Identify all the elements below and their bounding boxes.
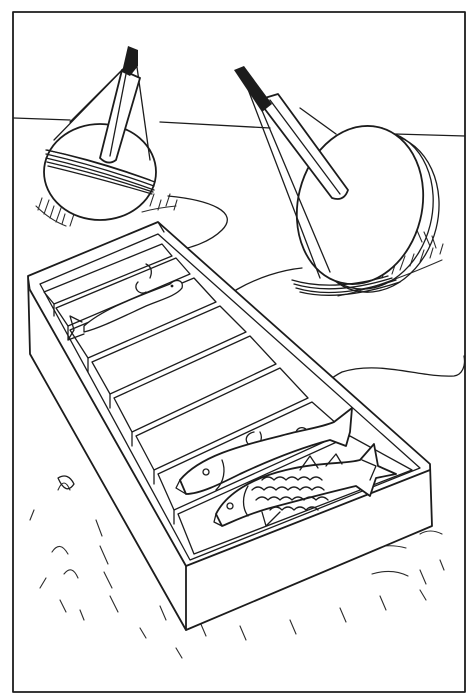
left-float-tip [122,46,138,76]
left-reel-shadow [35,193,178,227]
right-float [257,93,349,200]
right-float-tip [234,66,272,112]
right-reel [234,66,444,297]
left-float [99,69,141,164]
fish-scaled [213,443,397,527]
left-reel-line-wraps [45,149,156,195]
horizon-line [13,117,466,137]
fish-scales [251,476,329,511]
ground-texture [29,509,445,659]
illustration-frame [12,11,466,693]
right-reel-line-wraps [291,275,401,296]
tackle-box [27,221,443,641]
left-reel [35,46,178,227]
small-fish-bait [67,263,183,341]
fish-upper [175,407,353,495]
